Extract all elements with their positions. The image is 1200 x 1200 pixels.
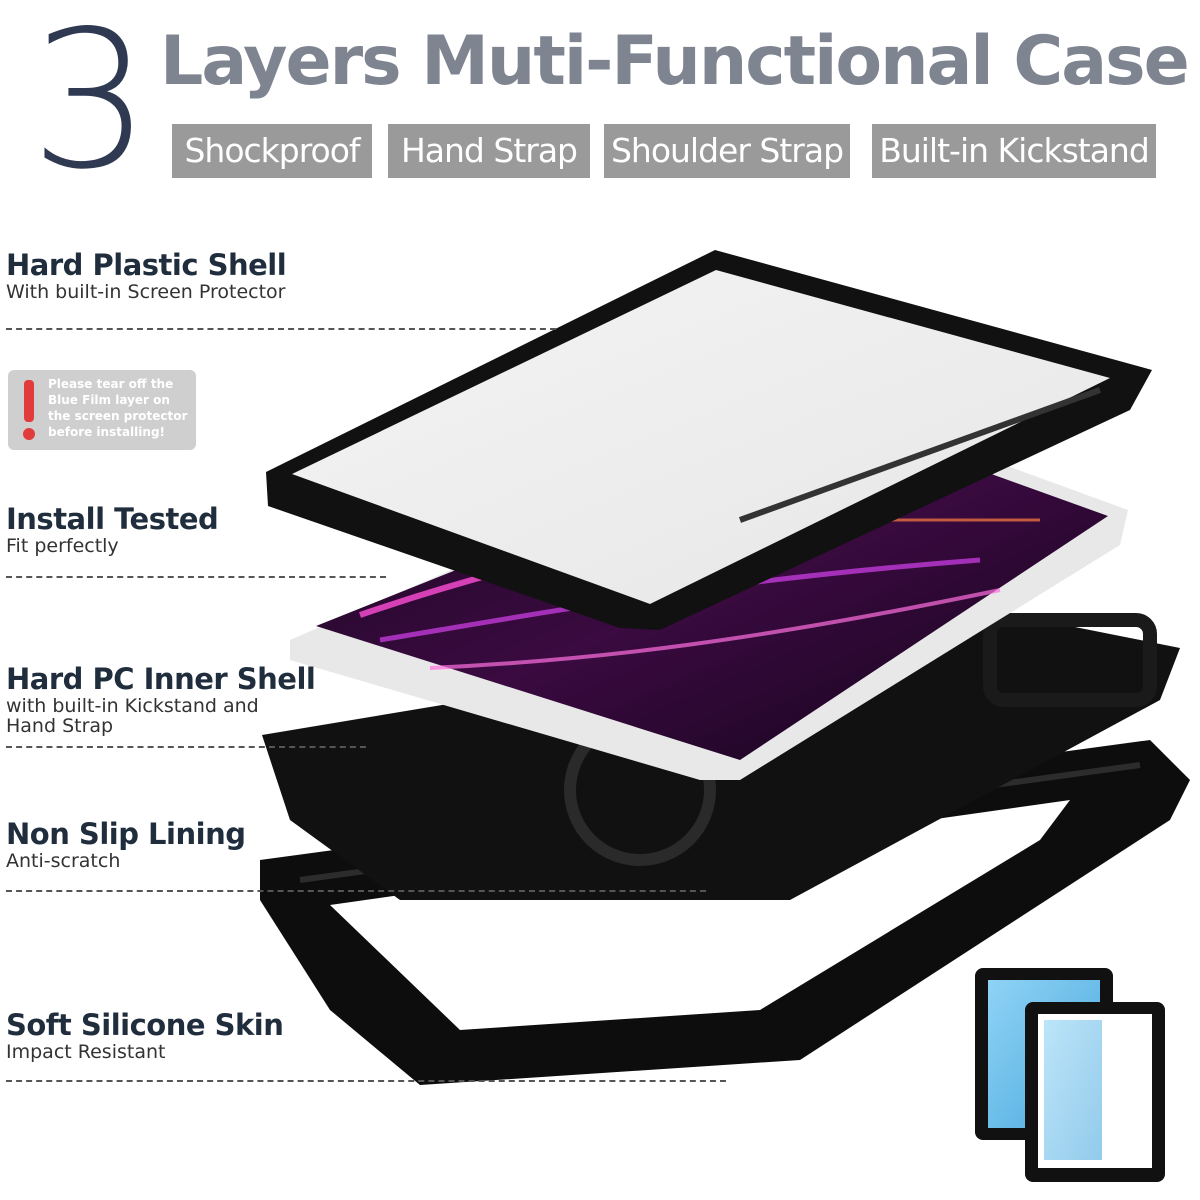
- divider-line: [6, 746, 366, 748]
- divider-line: [6, 576, 386, 578]
- label-subtitle: Anti-scratch: [6, 850, 121, 872]
- layer-count-number: 3: [30, 0, 151, 211]
- label-subtitle: With built-in Screen Protector: [6, 281, 286, 303]
- divider-line: [6, 1080, 726, 1082]
- inset-case-preview: [975, 968, 1165, 1182]
- page-title: Layers Muti-Functional Case: [160, 22, 1190, 101]
- label-subtitle: Fit perfectly: [6, 535, 119, 557]
- label-soft-silicone-skin: Soft Silicone Skin Impact Resistant: [6, 1008, 284, 1063]
- tag-built-in-kickstand: Built-in Kickstand: [872, 124, 1156, 178]
- hard-plastic-shell-layer: [266, 250, 1152, 630]
- label-non-slip-lining: Non Slip Lining Anti-scratch: [6, 817, 246, 872]
- exclamation-icon: [23, 380, 35, 440]
- warning-text: Please tear off the Blue Film layer on t…: [48, 377, 188, 439]
- label-title: Install Tested: [6, 502, 219, 536]
- warning-note: Please tear off the Blue Film layer on t…: [8, 370, 196, 450]
- label-subtitle: Impact Resistant: [6, 1041, 166, 1063]
- tag-hand-strap: Hand Strap: [388, 124, 590, 178]
- divider-line: [6, 890, 706, 892]
- label-install-tested: Install Tested Fit perfectly: [6, 502, 219, 557]
- label-hard-pc-inner-shell: Hard PC Inner Shell with built-in Kickst…: [6, 662, 316, 737]
- label-title: Hard PC Inner Shell: [6, 662, 316, 696]
- tag-shoulder-strap: Shoulder Strap: [604, 124, 850, 178]
- label-title: Hard Plastic Shell: [6, 248, 287, 282]
- tag-shockproof: Shockproof: [172, 124, 372, 178]
- label-title: Soft Silicone Skin: [6, 1008, 284, 1042]
- label-title: Non Slip Lining: [6, 817, 246, 851]
- label-hard-plastic-shell: Hard Plastic Shell With built-in Screen …: [6, 248, 287, 303]
- label-subtitle: with built-in Kickstand and Hand Strap: [6, 695, 259, 737]
- divider-line: [6, 328, 556, 330]
